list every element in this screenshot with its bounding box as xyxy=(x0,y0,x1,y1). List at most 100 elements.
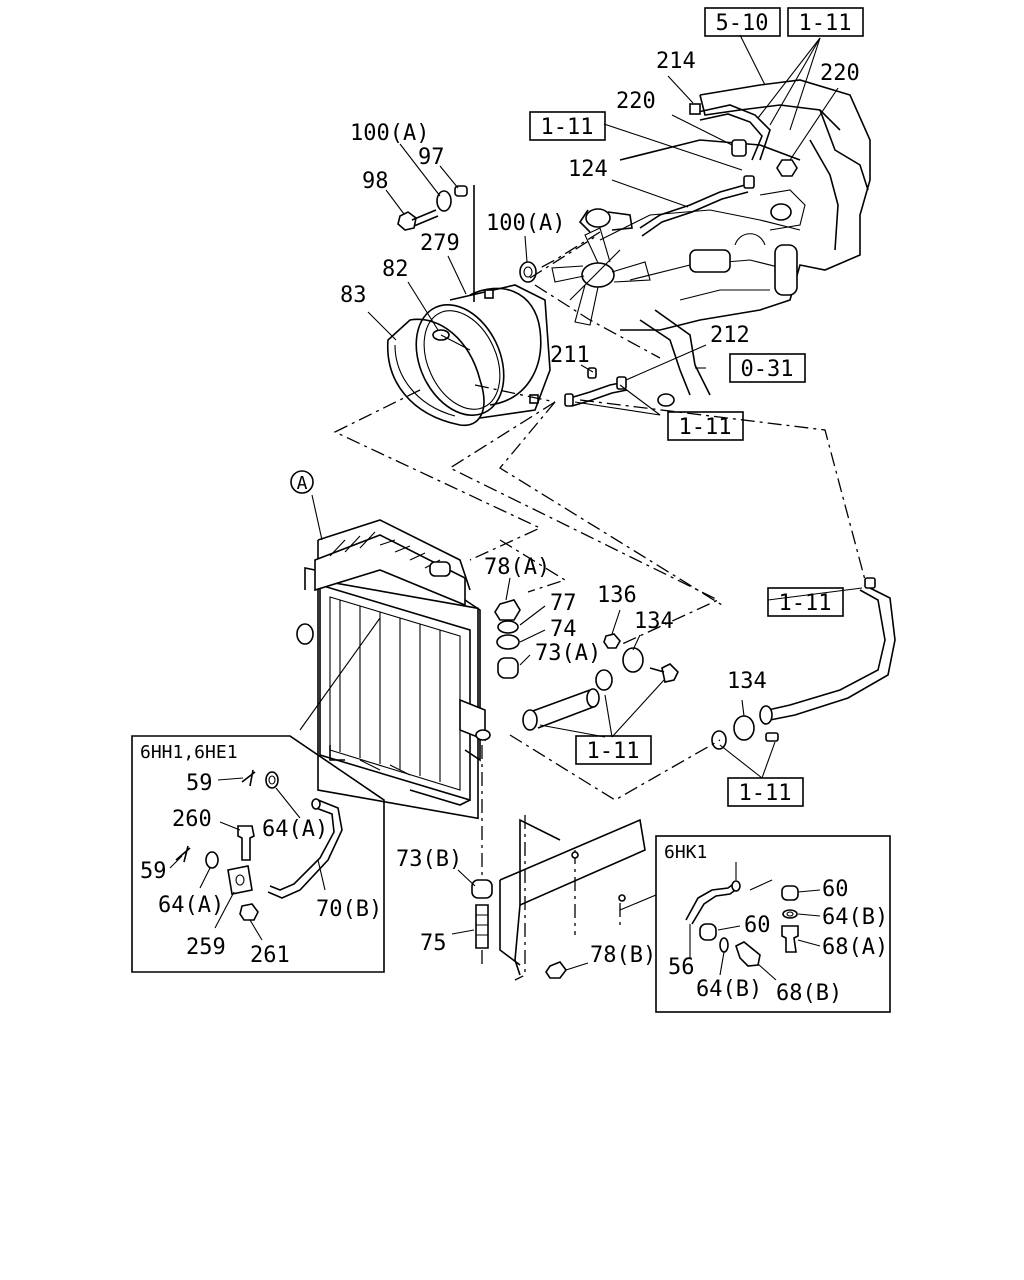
ref-box-0-31[interactable] xyxy=(729,353,806,383)
panel-title-6hk1: 6HK1 xyxy=(664,842,707,863)
bracket-259 xyxy=(227,865,253,895)
callout-64a-bottom: 64(A) xyxy=(158,893,224,918)
washer-74 xyxy=(496,634,520,650)
ref-box-1-11-mid[interactable] xyxy=(667,411,744,441)
callout-134-right: 134 xyxy=(727,669,767,694)
callout-214: 214 xyxy=(656,49,696,74)
ref-box-1-11-top[interactable] xyxy=(787,7,864,37)
clamp-lower-right xyxy=(595,669,613,691)
callout-82: 82 xyxy=(382,257,409,282)
nut-78a xyxy=(494,599,521,621)
cooling-fan xyxy=(551,227,651,326)
fan-shroud-assembly xyxy=(387,185,551,427)
gasket-64a-top xyxy=(265,771,279,789)
callout-68b: 68(B) xyxy=(776,981,842,1006)
callout-124: 124 xyxy=(568,157,608,182)
ring-100a-mid xyxy=(519,261,537,283)
gasket-64b-top xyxy=(782,909,798,919)
radiator-cap xyxy=(429,561,451,577)
callout-60-top: 60 xyxy=(822,877,849,902)
callout-100a-mid: 100(A) xyxy=(486,211,565,236)
callout-73a: 73(A) xyxy=(535,641,601,666)
cushion-73b xyxy=(471,879,493,899)
callout-78a: 78(A) xyxy=(484,555,550,580)
hose-main-lower xyxy=(767,589,886,711)
ref-box-1-11-right[interactable] xyxy=(767,587,844,617)
ref-box-5-10[interactable] xyxy=(704,7,781,37)
upper-hose-assembly xyxy=(564,367,628,407)
callout-98: 98 xyxy=(362,169,389,194)
nut-136 xyxy=(603,633,621,649)
ref-label-1-11-top: 1-11 xyxy=(799,11,852,36)
callout-211: 211 xyxy=(550,343,590,368)
union-60-mid xyxy=(699,923,717,941)
bolt-214 xyxy=(689,103,701,115)
washer-77 xyxy=(497,620,519,634)
lower-hose-left xyxy=(522,633,679,731)
gasket-64a-bottom xyxy=(205,851,219,869)
bolt-98 xyxy=(397,211,417,231)
hose-214 xyxy=(697,104,771,161)
gasket-64b-bottom xyxy=(719,937,729,953)
callout-74: 74 xyxy=(550,617,577,642)
clamp-134-left xyxy=(622,647,644,673)
panel-title-6hh1-6he1: 6HH1,6HE1 xyxy=(140,742,238,763)
callout-97: 97 xyxy=(418,145,445,170)
callout-136: 136 xyxy=(597,583,637,608)
ref-label-0-31: 0-31 xyxy=(741,357,794,382)
frame-crossmember xyxy=(471,745,646,981)
callout-68a: 68(A) xyxy=(822,935,888,960)
callout-100a-top: 100(A) xyxy=(350,121,429,146)
nut-78b xyxy=(545,961,567,979)
callout-261: 261 xyxy=(250,943,290,968)
nipple-124 xyxy=(743,175,755,189)
callout-75: 75 xyxy=(420,931,447,956)
callout-77: 77 xyxy=(550,591,577,616)
radiator-mount-upper xyxy=(494,599,521,679)
callout-134-left: 134 xyxy=(634,609,674,634)
callout-220-right: 220 xyxy=(820,61,860,86)
callout-260: 260 xyxy=(172,807,212,832)
cushion-73a xyxy=(497,657,519,679)
pipe-56 xyxy=(685,881,737,921)
clip-59-top xyxy=(241,769,256,787)
ref-box-1-11-lower[interactable] xyxy=(575,735,652,765)
callout-73b: 73(B) xyxy=(396,847,462,872)
engine-assembly xyxy=(551,79,871,407)
ref-label-1-11-bottom: 1-11 xyxy=(739,781,792,806)
pipe-124 xyxy=(639,184,746,229)
clamp-212 xyxy=(616,376,627,390)
ref-box-1-11-bottom[interactable] xyxy=(727,777,804,807)
lower-hose-right xyxy=(711,577,896,750)
callout-78b: 78(B) xyxy=(590,943,656,968)
callout-59-top: 59 xyxy=(186,771,213,796)
callout-70b: 70(B) xyxy=(316,897,382,922)
clamp-134-right xyxy=(733,715,755,741)
callout-220-left: 220 xyxy=(616,89,656,114)
nut-261 xyxy=(239,903,259,921)
seal-ring-82 xyxy=(415,303,505,417)
bolt-68b xyxy=(735,941,761,967)
ref-label-1-11-right: 1-11 xyxy=(779,591,832,616)
callout-64b-top: 64(B) xyxy=(822,905,888,930)
reference-boxes: 5-10 1-11 1-11 0-31 1-11 1-11 1-11 1-11 xyxy=(529,7,864,807)
clip-59-bottom xyxy=(175,845,191,863)
callout-259: 259 xyxy=(186,935,226,960)
bolt-75 xyxy=(475,904,489,949)
clip-220-left xyxy=(731,139,747,157)
ref-label-1-11-left: 1-11 xyxy=(541,115,594,140)
assembly-lines xyxy=(333,231,866,801)
inset-panel-6hh1-6he1: 6HH1,6HE1 59 260 64(A) 59 64(A) 70(B) 25… xyxy=(131,617,385,973)
ref-label-5-10: 5-10 xyxy=(716,11,769,36)
pipe-70b xyxy=(267,799,343,899)
union-60-top xyxy=(781,885,799,901)
callout-83: 83 xyxy=(340,283,367,308)
bolt-68a xyxy=(781,925,799,953)
inset-panel-6hk1: 6HK1 60 64(B) 60 68(A) 56 64(B) 68(B) xyxy=(619,835,891,1013)
ref-label-1-11-mid: 1-11 xyxy=(679,415,732,440)
callout-212: 212 xyxy=(710,323,750,348)
callout-60-mid: 60 xyxy=(744,913,771,938)
leader-lines xyxy=(311,34,863,971)
ref-box-1-11-left[interactable] xyxy=(529,111,606,141)
